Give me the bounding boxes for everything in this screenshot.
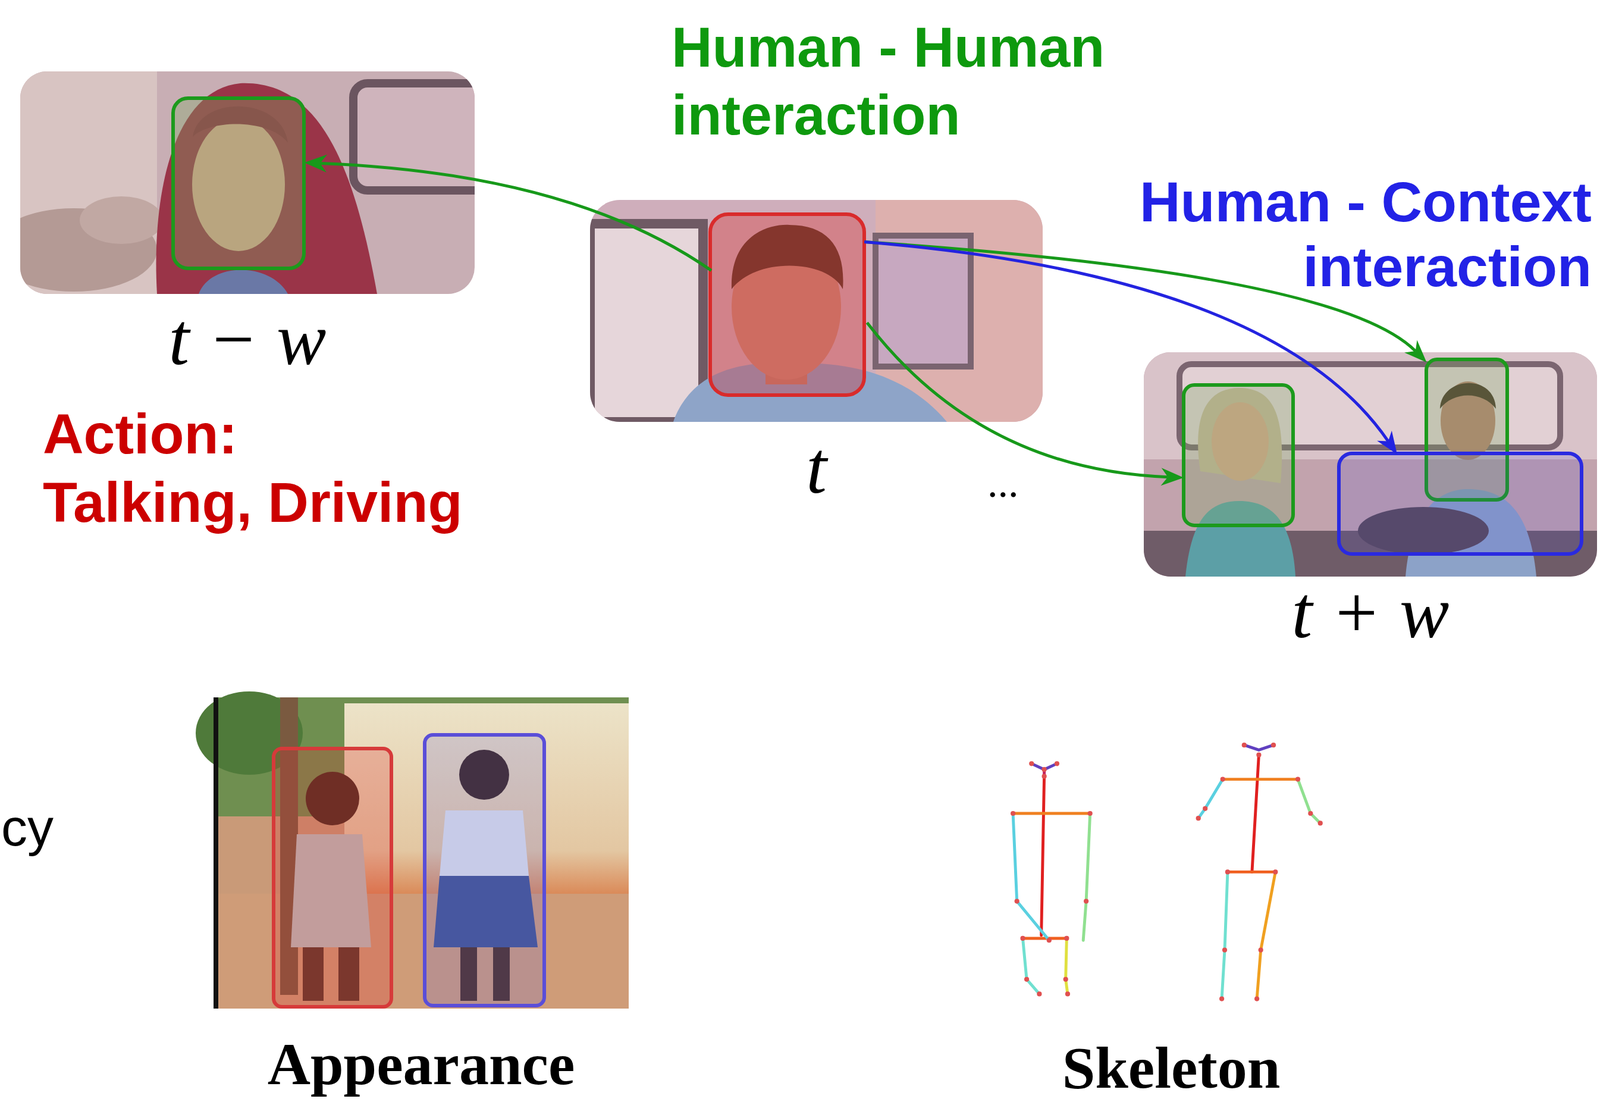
video-frame: t − w bbox=[20, 71, 475, 294]
video-frame bbox=[0, 71, 491, 294]
modality-panel: Appearance bbox=[213, 697, 629, 1009]
modality-panel: Skeleton bbox=[1005, 739, 1338, 1010]
video-frame bbox=[1143, 352, 1598, 577]
skeleton-figure bbox=[1010, 742, 1323, 1002]
annotation-label: ... bbox=[987, 457, 1019, 508]
annotation-label: Action: bbox=[42, 399, 238, 468]
annotation-label: Human - Human interaction bbox=[671, 13, 1148, 149]
time-caption: t + w bbox=[1143, 575, 1598, 650]
video-frame: t + w bbox=[1143, 352, 1598, 577]
panel-caption: Appearance bbox=[213, 1034, 629, 1094]
panel-caption: Skeleton bbox=[1005, 1037, 1338, 1098]
time-caption: t − w bbox=[20, 302, 475, 377]
annotation-label: Human - Context interaction bbox=[1121, 169, 1592, 300]
arrow-head bbox=[1404, 339, 1427, 363]
video-frame bbox=[590, 199, 1043, 422]
arrow-line bbox=[320, 162, 712, 271]
photo bbox=[195, 691, 629, 1009]
interaction-arrow bbox=[867, 322, 1184, 486]
time-caption: t bbox=[590, 430, 1043, 505]
annotation-label: cy bbox=[1, 795, 54, 859]
interaction-arrow bbox=[304, 154, 712, 271]
arrow-line bbox=[867, 322, 1169, 477]
arrow-head bbox=[304, 154, 328, 173]
arrow-head bbox=[1161, 467, 1185, 486]
annotation-label: Talking, Driving bbox=[42, 468, 463, 536]
arrow-head bbox=[1376, 430, 1398, 455]
video-frame: t bbox=[590, 199, 1043, 422]
